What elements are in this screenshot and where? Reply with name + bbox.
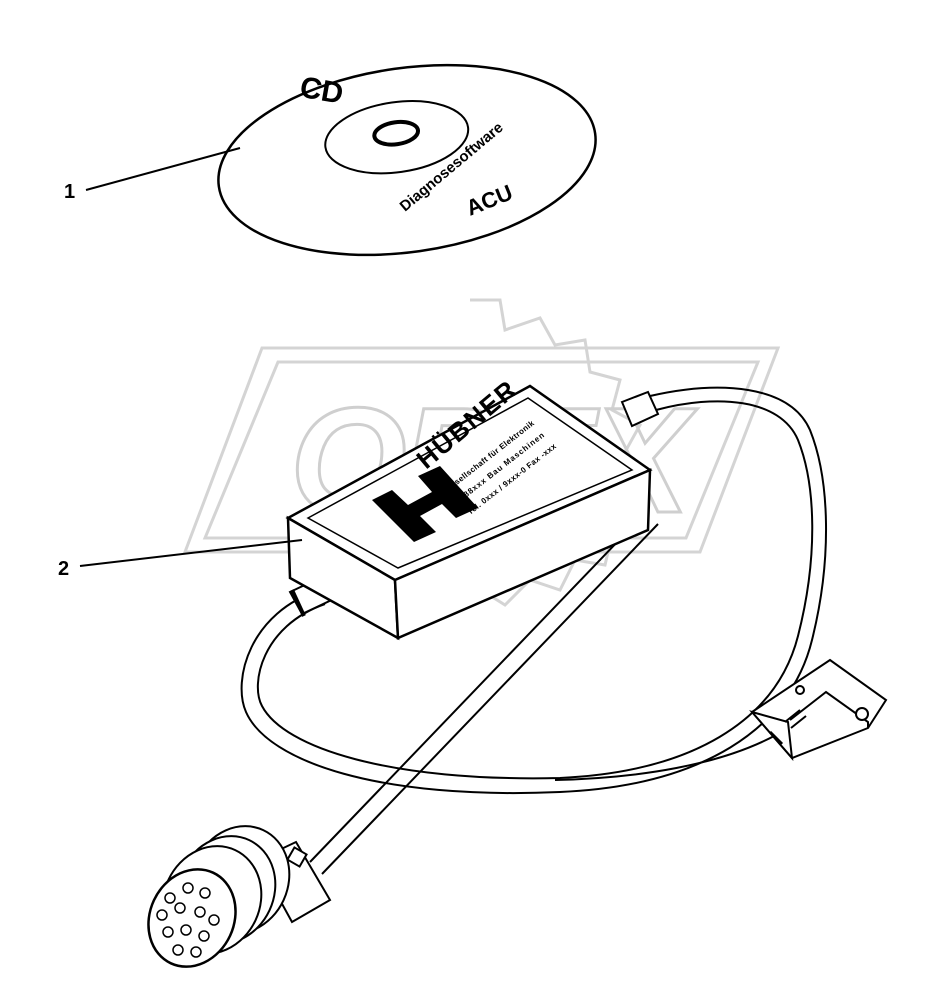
db9-screw-icon xyxy=(855,707,869,721)
callout-1: 1 xyxy=(64,147,241,203)
cable-to-round-connector xyxy=(309,511,659,875)
brand-h-logo xyxy=(372,466,478,542)
item-interface-cable: HÜBNER Gesellschaft für Elektronik D-88x… xyxy=(147,374,888,968)
cd-center-hole xyxy=(372,119,421,147)
watermark-frame-outer xyxy=(182,346,781,554)
callout-1-number: 1 xyxy=(64,181,75,203)
callout-2-leader xyxy=(79,539,303,567)
callout-2: 2 xyxy=(58,539,303,580)
round-connector xyxy=(147,825,332,968)
cable-to-db9 xyxy=(554,734,777,781)
db9-connector xyxy=(749,658,888,762)
watermark-frame-inner xyxy=(202,360,761,540)
interface-box xyxy=(285,384,653,641)
interface-box-side xyxy=(393,468,652,640)
callout-1-leader xyxy=(85,147,241,191)
cd-label: CD xyxy=(297,71,345,111)
callout-2-number: 2 xyxy=(58,558,69,580)
box-right-grommet xyxy=(620,390,660,428)
interface-box-label-panel xyxy=(306,397,634,569)
item-cd: CD Diagnosesoftware ACU xyxy=(217,63,597,257)
connector-pins xyxy=(156,882,220,958)
